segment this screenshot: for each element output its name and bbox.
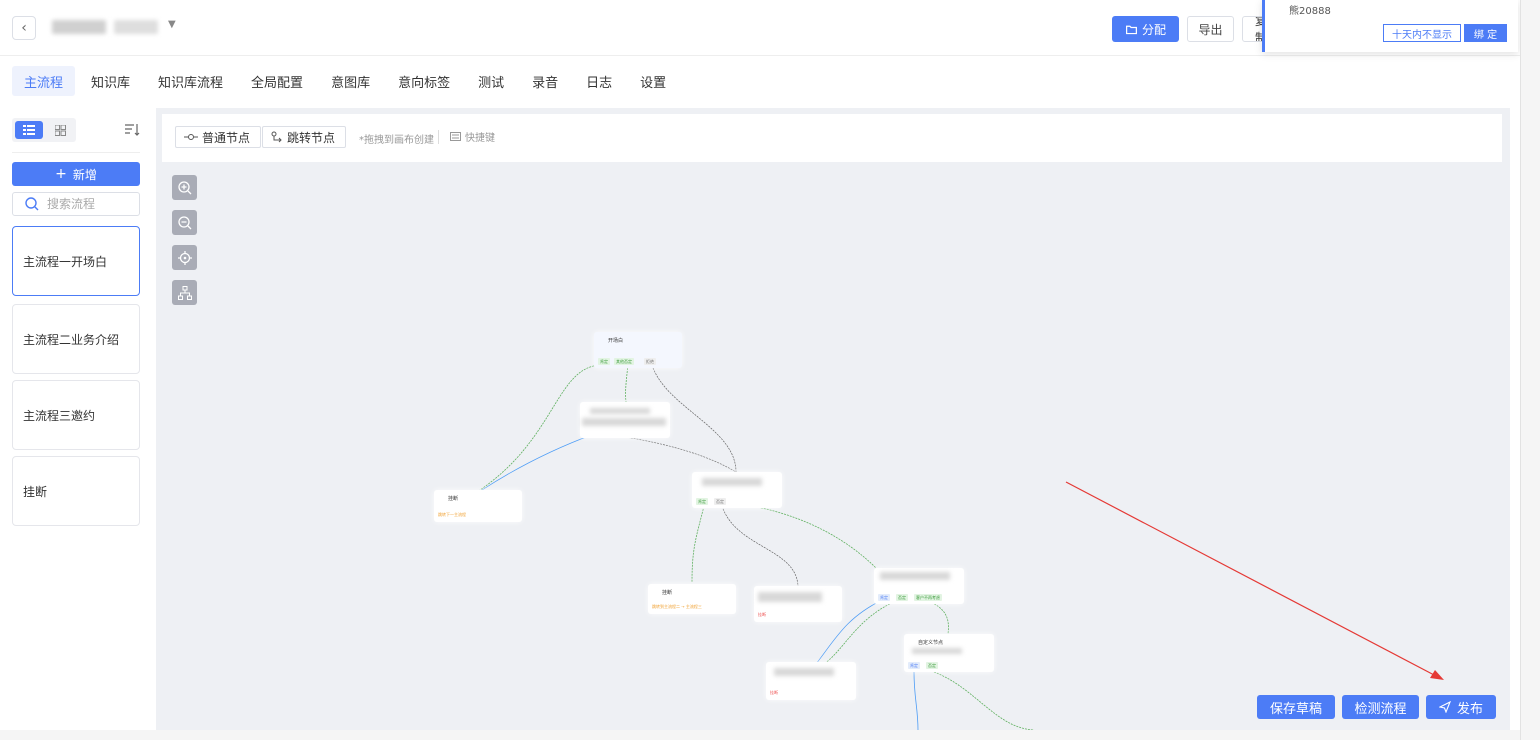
jump-node-icon xyxy=(271,131,282,143)
main-tabs: 主流程 知识库 知识库流程 全局配置 意图库 意向标签 测试 录音 日志 设置 xyxy=(12,66,682,96)
node-seventh[interactable]: 挂断 xyxy=(766,662,856,700)
publish-button[interactable]: 发布 xyxy=(1426,695,1496,719)
list-icon xyxy=(23,125,35,135)
keyboard-icon xyxy=(450,132,461,141)
flow-item-invite[interactable]: 主流程三邀约 xyxy=(12,380,140,450)
save-draft-button[interactable]: 保存草稿 xyxy=(1257,695,1335,719)
back-button[interactable]: ‹ xyxy=(12,16,36,40)
assign-button[interactable]: 分配 xyxy=(1112,16,1179,42)
export-button[interactable]: 导出 xyxy=(1187,16,1234,42)
plus-icon: + xyxy=(55,166,67,182)
node-second-title-blurred xyxy=(590,408,650,414)
node-fifth-title-blurred xyxy=(880,572,950,580)
node-fourth[interactable]: 挂断 xyxy=(754,586,842,622)
tab-knowledge-base[interactable]: 知识库 xyxy=(91,75,131,91)
node-sixth-title: 自定义节点 xyxy=(918,640,944,646)
jump-node-button[interactable]: 跳转节点 xyxy=(262,126,347,148)
center-view-button[interactable] xyxy=(172,245,197,270)
search-icon xyxy=(25,197,39,211)
node-sixth-tag-1: 肯定 xyxy=(908,662,920,669)
search-flow-input[interactable] xyxy=(47,197,137,211)
sort-icon[interactable] xyxy=(124,122,140,138)
chevron-left-icon: ‹ xyxy=(21,20,27,36)
node-opening-tag-1: 肯定 xyxy=(598,358,610,365)
node-hangup-1-note: 跳转下一主流程 xyxy=(438,512,466,517)
zoom-in-button[interactable] xyxy=(172,175,197,200)
tab-settings[interactable]: 设置 xyxy=(640,75,667,91)
node-seventh-content-blurred xyxy=(774,668,834,676)
node-hangup-1-title: 挂断 xyxy=(448,496,459,502)
folder-share-icon xyxy=(1126,25,1137,34)
node-opening-title: 开场白 xyxy=(608,338,624,344)
node-hangup-2-title: 挂断 xyxy=(662,590,673,596)
node-third-title-blurred xyxy=(702,478,762,486)
grid-icon xyxy=(54,124,66,136)
zoom-in-icon xyxy=(177,180,191,194)
tab-intent-library[interactable]: 意图库 xyxy=(331,75,371,91)
node-third[interactable]: 肯定 否定 xyxy=(692,472,782,508)
node-fifth-tag-3: 客户不再考虑 xyxy=(914,594,942,601)
node-sixth[interactable]: 自定义节点 肯定 否定 xyxy=(904,634,994,672)
flow-list-panel: + 新增 主流程一开场白 主流程二业务介绍 主流程三邀约 挂断 xyxy=(0,108,152,740)
node-second[interactable] xyxy=(580,402,670,438)
bind-button[interactable]: 绑 定 xyxy=(1464,24,1507,42)
crosshair-icon xyxy=(177,250,192,265)
flow-edges xyxy=(479,364,1035,730)
tab-knowledge-flow[interactable]: 知识库流程 xyxy=(158,75,224,91)
node-fourth-content-blurred xyxy=(758,592,822,602)
tab-main-flow[interactable]: 主流程 xyxy=(12,66,76,96)
view-toggle xyxy=(12,118,76,142)
node-hangup-2-note: 跳转到主流程二 → 主流程三 xyxy=(652,604,702,609)
node-icon xyxy=(184,134,198,140)
shortcuts-button[interactable]: 快捷键 xyxy=(450,129,495,144)
hierarchy-icon xyxy=(177,285,192,300)
flow-item-hangup[interactable]: 挂断 xyxy=(12,456,140,526)
node-fifth[interactable]: 肯定 否定 客户不再考虑 xyxy=(874,568,964,604)
project-title-blurred xyxy=(52,20,106,34)
node-third-tag-1: 肯定 xyxy=(696,498,708,505)
node-fifth-tag-1: 肯定 xyxy=(878,594,890,601)
node-toolbar: 普通节点 跳转节点 *拖拽到画布创建 快捷键 xyxy=(162,114,1502,162)
grid-view-button[interactable] xyxy=(46,121,74,139)
send-icon xyxy=(1438,701,1451,713)
drag-hint: *拖拽到画布创建 xyxy=(359,135,434,146)
list-view-button[interactable] xyxy=(15,121,43,139)
node-hangup-1[interactable]: 挂断 跳转下一主流程 xyxy=(434,490,522,522)
node-opening-tag-2: 其他否定 xyxy=(614,358,634,365)
node-fourth-note: 挂断 xyxy=(758,612,766,617)
tab-logs[interactable]: 日志 xyxy=(586,75,613,91)
tab-global-config[interactable]: 全局配置 xyxy=(251,75,304,91)
node-seventh-note: 挂断 xyxy=(770,690,778,695)
node-opening[interactable]: 开场白 肯定 其他否定 拒绝 xyxy=(594,332,682,368)
project-subtitle-blurred xyxy=(114,20,158,34)
tab-test[interactable]: 测试 xyxy=(478,75,505,91)
bind-popup: 熊20888 十天内不显示 绑 定 xyxy=(1262,0,1518,52)
normal-node-button[interactable]: 普通节点 xyxy=(175,126,262,148)
flow-canvas[interactable]: 普通节点 跳转节点 *拖拽到画布创建 快捷键 xyxy=(156,108,1510,730)
flow-item-business-intro[interactable]: 主流程二业务介绍 xyxy=(12,304,140,374)
tab-intent-tags[interactable]: 意向标签 xyxy=(398,75,451,91)
node-second-content-blurred xyxy=(582,418,666,426)
popup-text: 熊20888 xyxy=(1289,6,1331,17)
node-sixth-content-blurred xyxy=(912,648,962,654)
toolbar-separator xyxy=(438,130,439,144)
right-scroll-strip xyxy=(1520,0,1540,740)
search-flow-box xyxy=(12,192,140,216)
check-flow-button[interactable]: 检测流程 xyxy=(1342,695,1419,719)
node-fifth-tag-2: 否定 xyxy=(896,594,908,601)
zoom-out-button[interactable] xyxy=(172,210,197,235)
node-sixth-tag-2: 否定 xyxy=(926,662,938,669)
add-flow-button[interactable]: + 新增 xyxy=(12,162,140,186)
node-third-tag-2: 否定 xyxy=(714,498,726,505)
flow-item-opening[interactable]: 主流程一开场白 xyxy=(12,226,140,296)
auto-layout-button[interactable] xyxy=(172,280,197,305)
node-opening-tag-3: 拒绝 xyxy=(644,358,656,365)
node-hangup-2[interactable]: 挂断 跳转到主流程二 → 主流程三 xyxy=(648,584,736,614)
zoom-out-icon xyxy=(177,215,191,229)
dismiss-ten-days-button[interactable]: 十天内不显示 xyxy=(1383,24,1461,42)
divider xyxy=(12,152,140,153)
caret-down-icon[interactable]: ▼ xyxy=(168,19,176,30)
tab-recording[interactable]: 录音 xyxy=(532,75,559,91)
bottom-bar xyxy=(0,730,1520,740)
